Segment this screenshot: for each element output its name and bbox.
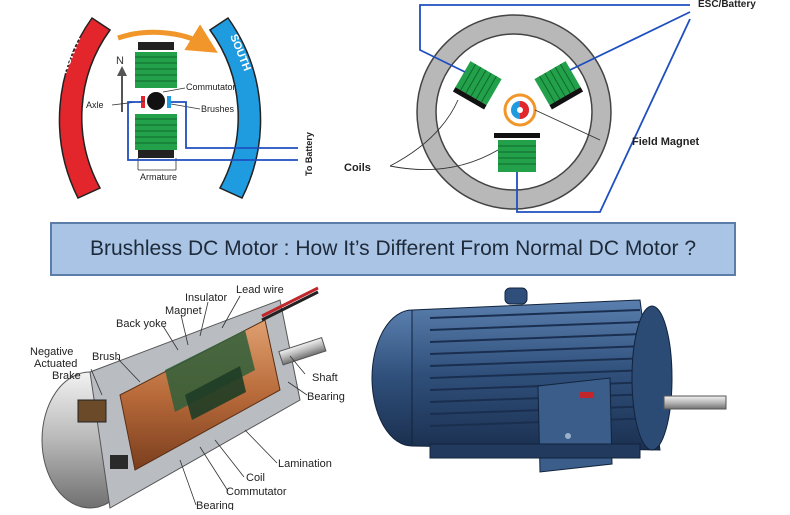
coil-bottom [494, 133, 540, 172]
motor-foot [429, 443, 641, 459]
label-negative: Negative [30, 346, 73, 358]
label-bearing-bottom: Bearing [196, 500, 234, 510]
esc-wire-1 [419, 4, 690, 73]
field-magnet-label: Field Magnet [632, 136, 700, 148]
commutator-label: Commutator [186, 82, 236, 92]
lifting-eye [504, 287, 528, 305]
armature-top-bar [138, 42, 174, 50]
armature-label: Armature [140, 172, 177, 182]
coil-right [534, 61, 584, 110]
axle-label: Axle [86, 100, 104, 110]
label-lamination: Lamination [278, 458, 332, 470]
esc-wire-3 [516, 18, 691, 213]
battery-wire-blue [171, 101, 298, 149]
field-magnet-rotor [503, 93, 537, 127]
brush-right [167, 96, 171, 108]
coils-label: Coils [344, 162, 371, 174]
esc-battery-label: ESC/Battery [698, 0, 756, 10]
motor-front-flange [631, 305, 673, 451]
south-magnet [208, 16, 262, 199]
north-magnet [58, 16, 112, 199]
label-magnet: Magnet [165, 305, 202, 317]
terminal-bolt [565, 433, 571, 439]
cooling-fins [429, 309, 659, 427]
industrial-motor-photo [371, 287, 727, 473]
nameplate [580, 392, 594, 398]
label-lead-wire: Lead wire [236, 284, 284, 296]
brake-block [77, 399, 107, 423]
label-shaft: Shaft [312, 372, 338, 384]
label-actuated: Actuated [34, 358, 77, 370]
lead-wire [261, 286, 319, 318]
battery-wire-red [127, 101, 298, 161]
to-battery-label: To Battery [304, 132, 314, 176]
rotation-arrow [117, 24, 218, 53]
armature-bottom-bar [138, 150, 174, 158]
motor-shaft [278, 336, 327, 366]
brushed-motor-diagram: NORTH SOUTH N Commutator Ax [58, 16, 314, 199]
cutaway-motor: Lead wire Insulator Magnet Back yoke Neg… [30, 284, 345, 512]
commutator [147, 92, 165, 110]
cutaway-leader-lines [90, 295, 308, 506]
armature-coil-bottom [135, 114, 177, 150]
label-bearing-right: Bearing [307, 391, 345, 403]
coil-left [452, 61, 502, 110]
brush-left [141, 96, 145, 108]
label-coil: Coil [246, 472, 265, 484]
banner-title: Brushless DC Motor : How It’s Different … [89, 237, 697, 260]
title-banner: Brushless DC Motor : How It’s Different … [50, 222, 736, 276]
armature-coil-top [135, 52, 177, 88]
esc-wire-2 [569, 11, 691, 71]
motor-shaft-output [663, 395, 727, 410]
n-arrow-label: N [116, 55, 124, 67]
label-brake: Brake [52, 370, 81, 382]
label-brush: Brush [92, 351, 121, 363]
label-commutator: Commutator [226, 486, 287, 498]
brushless-motor-diagram: ESC/Battery Field Magnet Coils [344, 0, 756, 213]
label-insulator: Insulator [185, 292, 228, 304]
brushes-label: Brushes [201, 104, 235, 114]
label-back-yoke: Back yoke [116, 318, 167, 330]
